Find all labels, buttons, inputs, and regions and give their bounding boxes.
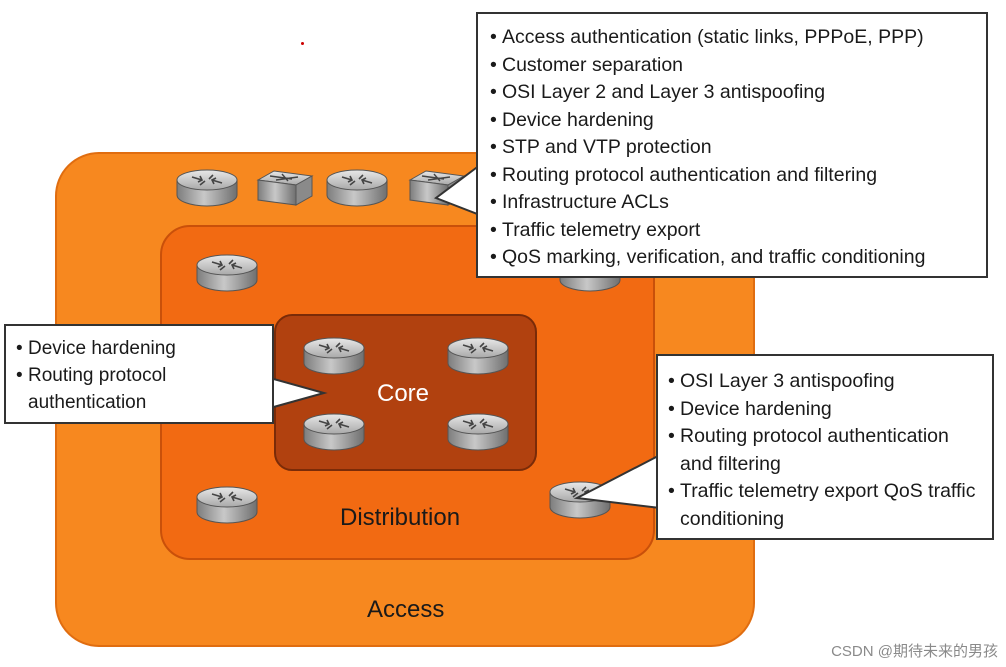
stray-mark bbox=[301, 42, 304, 45]
distribution-layer-label: Distribution bbox=[340, 504, 461, 531]
watermark: CSDN @期待未来的男孩 bbox=[831, 643, 998, 660]
list-item: QoS marking, verification, and traffic c… bbox=[490, 244, 974, 272]
router-icon bbox=[302, 336, 366, 376]
access-security-callout: Access authentication (static links, PPP… bbox=[476, 12, 988, 278]
router-icon bbox=[446, 336, 510, 376]
switch-icon bbox=[252, 168, 316, 208]
list-item: Infrastructure ACLs bbox=[490, 189, 974, 217]
core-security-callout: Device hardening Routing protocol authen… bbox=[4, 324, 274, 424]
core-security-list: Device hardening Routing protocol authen… bbox=[16, 335, 262, 416]
list-item: Routing protocol authentication and filt… bbox=[668, 423, 982, 478]
access-layer-label: Access bbox=[367, 596, 445, 623]
router-icon bbox=[325, 168, 389, 208]
list-item: Customer separation bbox=[490, 52, 974, 80]
list-item: STP and VTP protection bbox=[490, 134, 974, 162]
list-item: OSI Layer 2 and Layer 3 antispoofing bbox=[490, 79, 974, 107]
list-item: Routing protocol authentication bbox=[16, 362, 262, 416]
list-item: Routing protocol authentication and filt… bbox=[490, 162, 974, 190]
distribution-security-callout: OSI Layer 3 antispoofing Device hardenin… bbox=[656, 354, 994, 540]
switch-icon bbox=[404, 168, 468, 208]
core-layer-label: Core bbox=[377, 380, 430, 407]
list-item: Device hardening bbox=[16, 335, 262, 362]
distribution-security-list: OSI Layer 3 antispoofing Device hardenin… bbox=[668, 368, 982, 533]
access-security-list: Access authentication (static links, PPP… bbox=[490, 24, 974, 272]
router-icon bbox=[195, 253, 259, 293]
router-icon bbox=[175, 168, 239, 208]
list-item: Device hardening bbox=[490, 107, 974, 135]
list-item: Traffic telemetry export bbox=[490, 217, 974, 245]
list-item: OSI Layer 3 antispoofing bbox=[668, 368, 982, 396]
router-icon bbox=[548, 480, 612, 520]
list-item: Access authentication (static links, PPP… bbox=[490, 24, 974, 52]
list-item: Device hardening bbox=[668, 396, 982, 424]
list-item: Traffic telemetry export QoS traffic con… bbox=[668, 478, 982, 533]
router-icon bbox=[195, 485, 259, 525]
router-icon bbox=[446, 412, 510, 452]
router-icon bbox=[302, 412, 366, 452]
